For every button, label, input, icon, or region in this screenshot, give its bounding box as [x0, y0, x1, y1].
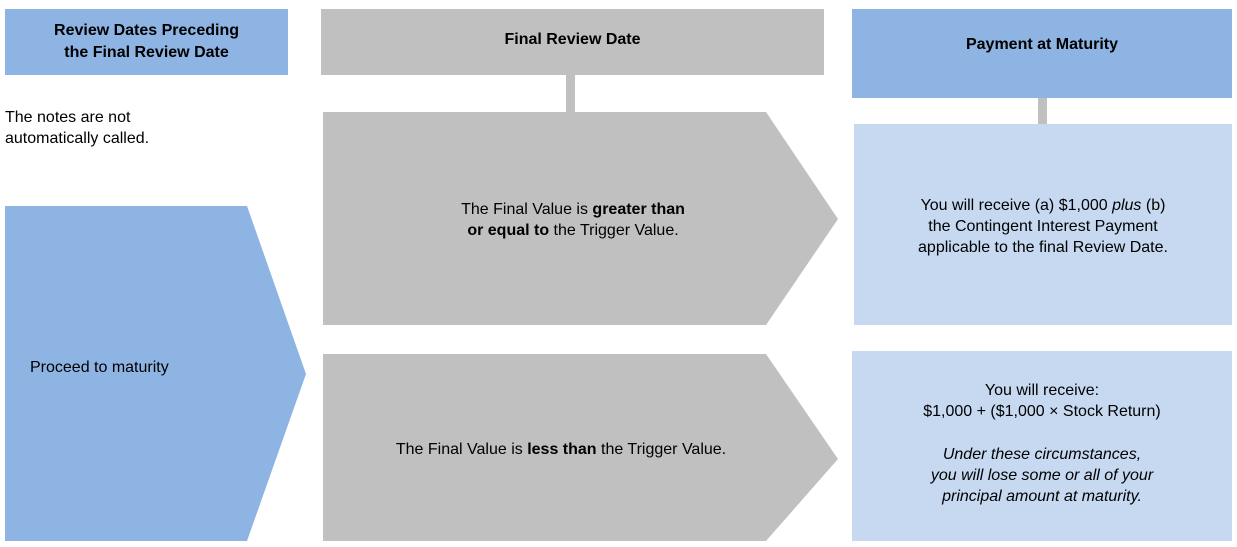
condition-greater-text: The Final Value is greater than or equal… — [323, 198, 823, 242]
condition-greater-post: the Trigger Value. — [549, 222, 679, 239]
condition-less-line: The Final Value is less than the Trigger… — [396, 439, 726, 460]
condition-less-post: the Trigger Value. — [596, 440, 727, 458]
payment-bottom-line2: $1,000 + ($1,000 × Stock Return) — [923, 402, 1161, 420]
proceed-label: Proceed to maturity — [30, 359, 169, 376]
payment-top-line3: applicable to the final Review Date. — [918, 238, 1168, 256]
payment-top-line2: the Contingent Interest Payment — [928, 217, 1158, 235]
header-review-dates: Review Dates Preceding the Final Review … — [5, 9, 288, 75]
box-payment-bottom — [852, 351, 1232, 541]
header-final-review-date: Final Review Date — [321, 9, 824, 75]
condition-greater-pre: The Final Value is — [461, 201, 593, 218]
payment-top-line1-italic: plus — [1112, 196, 1142, 214]
payment-bottom-italic3: principal amount at maturity. — [942, 487, 1142, 505]
payment-bottom-italic1: Under these circumstances, — [942, 445, 1142, 463]
payment-top-line1-post: (b) — [1141, 196, 1166, 214]
payment-top-line1-pre: You will receive (a) $1,000 — [920, 196, 1113, 214]
header-payment-at-maturity: Payment at Maturity — [852, 9, 1232, 98]
header-payment-at-maturity-label: Payment at Maturity — [965, 36, 1119, 53]
left-note: The notes are not automatically called. — [5, 107, 265, 149]
arrow-condition-less — [323, 354, 838, 541]
condition-less-bold: less than — [527, 440, 597, 458]
connector-middle — [566, 75, 575, 112]
header-final-review-date-label: Final Review Date — [504, 30, 641, 48]
box-payment-top — [854, 124, 1232, 325]
condition-less-pre: The Final Value is — [395, 440, 528, 458]
payment-bottom-text: You will receive: $1,000 + ($1,000 × Sto… — [852, 376, 1232, 510]
header-review-dates-line1: Review Dates Preceding — [54, 22, 239, 39]
arrow-condition-greater — [323, 112, 838, 325]
connector-right — [1038, 98, 1047, 124]
payment-bottom-line1: You will receive: — [984, 381, 1100, 399]
condition-less-text: The Final Value is less than the Trigger… — [323, 438, 799, 460]
payment-top-line1: You will receive (a) $1,000 plus (b) — [921, 195, 1166, 216]
condition-greater-line1: The Final Value is greater than — [461, 199, 685, 220]
header-review-dates-line2: the Final Review Date — [64, 44, 229, 61]
arrow-proceed-to-maturity — [5, 206, 306, 541]
payment-bottom-italic2: you will lose some or all of your — [930, 466, 1154, 484]
condition-greater-bold2: or equal to — [467, 222, 550, 239]
left-note-line1: The notes are not — [5, 109, 131, 126]
left-note-line2: automatically called. — [5, 130, 150, 147]
condition-greater-bold1: greater than — [592, 201, 685, 218]
payment-top-text: You will receive (a) $1,000 plus (b) the… — [854, 193, 1232, 259]
condition-greater-line2: or equal to the Trigger Value. — [467, 220, 678, 241]
